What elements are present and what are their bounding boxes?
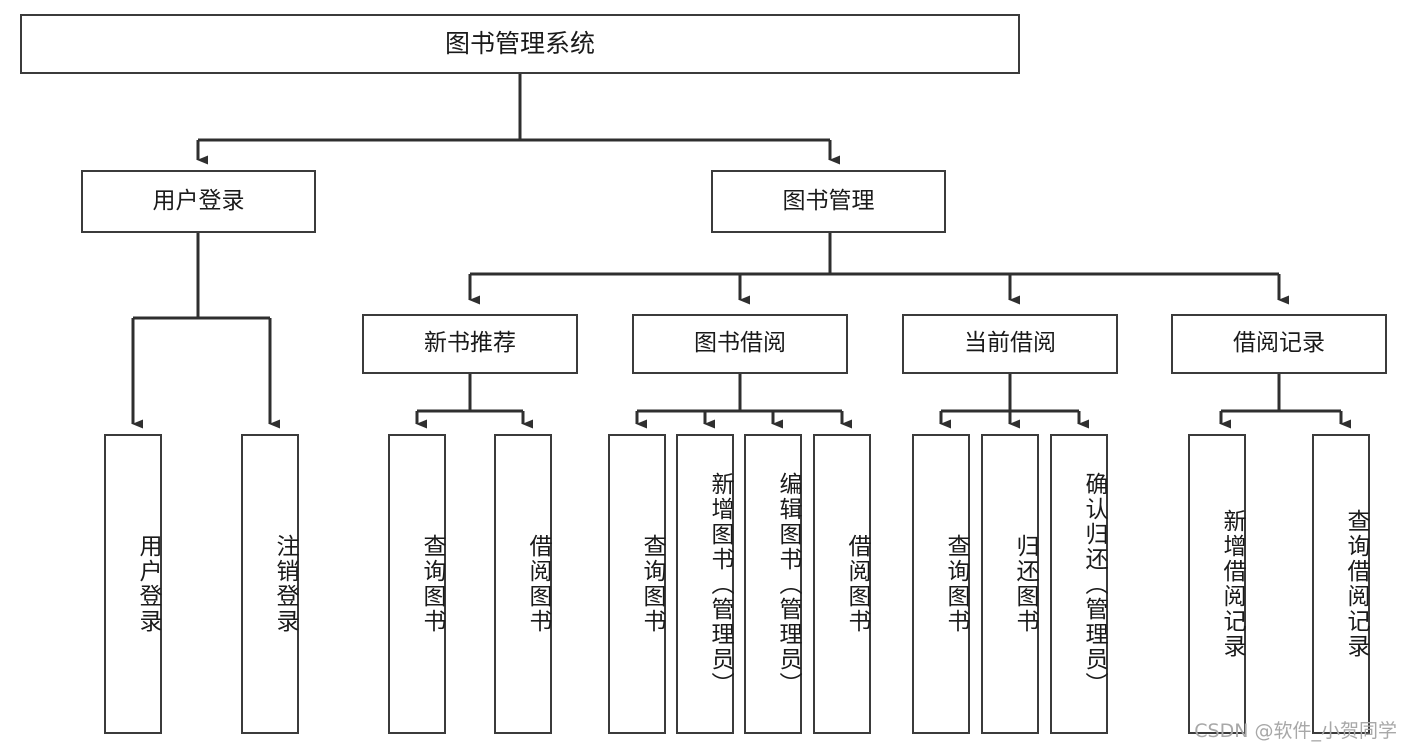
leaf-confirm-return-admin[interactable]: 确认归还（管理员） [1050, 434, 1108, 734]
leaf-query-books-current[interactable]: 查询图书 [912, 434, 970, 734]
node-book-borrow[interactable]: 图书借阅 [632, 314, 848, 374]
node-label: 归还图书 [1012, 534, 1038, 634]
node-current-borrow[interactable]: 当前借阅 [902, 314, 1118, 374]
node-label: 借阅记录 [1233, 330, 1325, 357]
leaf-borrow-books-rec[interactable]: 借阅图书 [494, 434, 552, 734]
node-label: 新书推荐 [424, 330, 516, 357]
node-label: 新增借阅记录 [1219, 509, 1245, 659]
node-label: 借阅图书 [844, 534, 870, 634]
node-label: 确认归还（管理员） [1081, 471, 1107, 697]
leaf-add-book-admin[interactable]: 新增图书（管理员） [676, 434, 734, 734]
leaf-query-borrow-record[interactable]: 查询借阅记录 [1312, 434, 1370, 734]
node-label: 图书管理系统 [444, 29, 595, 58]
node-label: 注销登录 [272, 534, 298, 634]
node-label: 借阅图书 [525, 534, 551, 634]
node-label: 当前借阅 [964, 330, 1056, 357]
leaf-borrow-books[interactable]: 借阅图书 [813, 434, 871, 734]
node-label: 图书管理 [782, 187, 875, 214]
node-label: 编辑图书（管理员） [775, 471, 801, 697]
node-borrow-record[interactable]: 借阅记录 [1171, 314, 1387, 374]
node-book-management[interactable]: 图书管理 [711, 170, 946, 233]
node-label: 查询借阅记录 [1343, 509, 1369, 659]
leaf-logout-login[interactable]: 注销登录 [241, 434, 299, 734]
node-label: 用户登录 [135, 534, 161, 634]
leaf-query-books-rec[interactable]: 查询图书 [388, 434, 446, 734]
leaf-edit-book-admin[interactable]: 编辑图书（管理员） [744, 434, 802, 734]
node-user-login[interactable]: 用户登录 [81, 170, 316, 233]
leaf-return-books[interactable]: 归还图书 [981, 434, 1039, 734]
leaf-user-login[interactable]: 用户登录 [104, 434, 162, 734]
leaf-add-borrow-record[interactable]: 新增借阅记录 [1188, 434, 1246, 734]
node-label: 新增图书（管理员） [707, 471, 733, 697]
node-label: 图书借阅 [694, 330, 786, 357]
node-label: 查询图书 [943, 534, 969, 634]
node-label: 查询图书 [419, 534, 445, 634]
node-root-system[interactable]: 图书管理系统 [20, 14, 1020, 74]
watermark-text: CSDN @软件_小贺同学 [1194, 720, 1397, 742]
leaf-query-books-borrow[interactable]: 查询图书 [608, 434, 666, 734]
node-label: 查询图书 [639, 534, 665, 634]
node-label: 用户登录 [152, 187, 245, 214]
node-new-book-recommend[interactable]: 新书推荐 [362, 314, 578, 374]
